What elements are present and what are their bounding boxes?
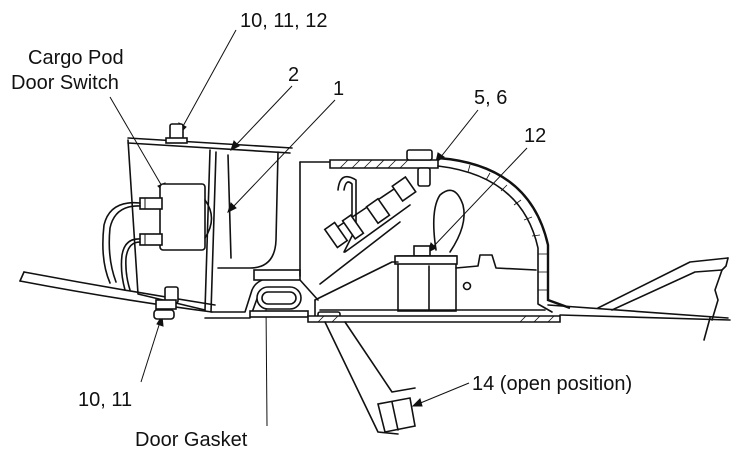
callout-2-label: 2 (288, 64, 299, 86)
switch-housing (127, 123, 293, 320)
callout-10-11-label: 10, 11 (78, 389, 132, 411)
door-open-position (324, 321, 416, 435)
callout-1-label: 1 (333, 78, 344, 100)
callout-10-11-12-label: 10, 11, 12 (240, 10, 327, 32)
door-frame-structure (299, 149, 731, 341)
door-gasket-label: Door Gasket (135, 429, 248, 451)
callout-14-label: 14 (open position) (472, 373, 632, 395)
cargo-pod-label-line2: Door Switch (11, 72, 119, 94)
base-flange-hatch (317, 315, 555, 323)
top-flange-hatch (339, 159, 409, 169)
dome-hatch (467, 164, 547, 291)
cargo-pod-label-line1: Cargo Pod (28, 47, 124, 69)
callout-5-6-label: 5, 6 (474, 87, 507, 109)
door-gasket (204, 269, 319, 319)
callout-12-label: 12 (524, 125, 546, 147)
fuselage-skin-left (19, 271, 216, 313)
cargo-pod-door-switch (102, 183, 213, 291)
